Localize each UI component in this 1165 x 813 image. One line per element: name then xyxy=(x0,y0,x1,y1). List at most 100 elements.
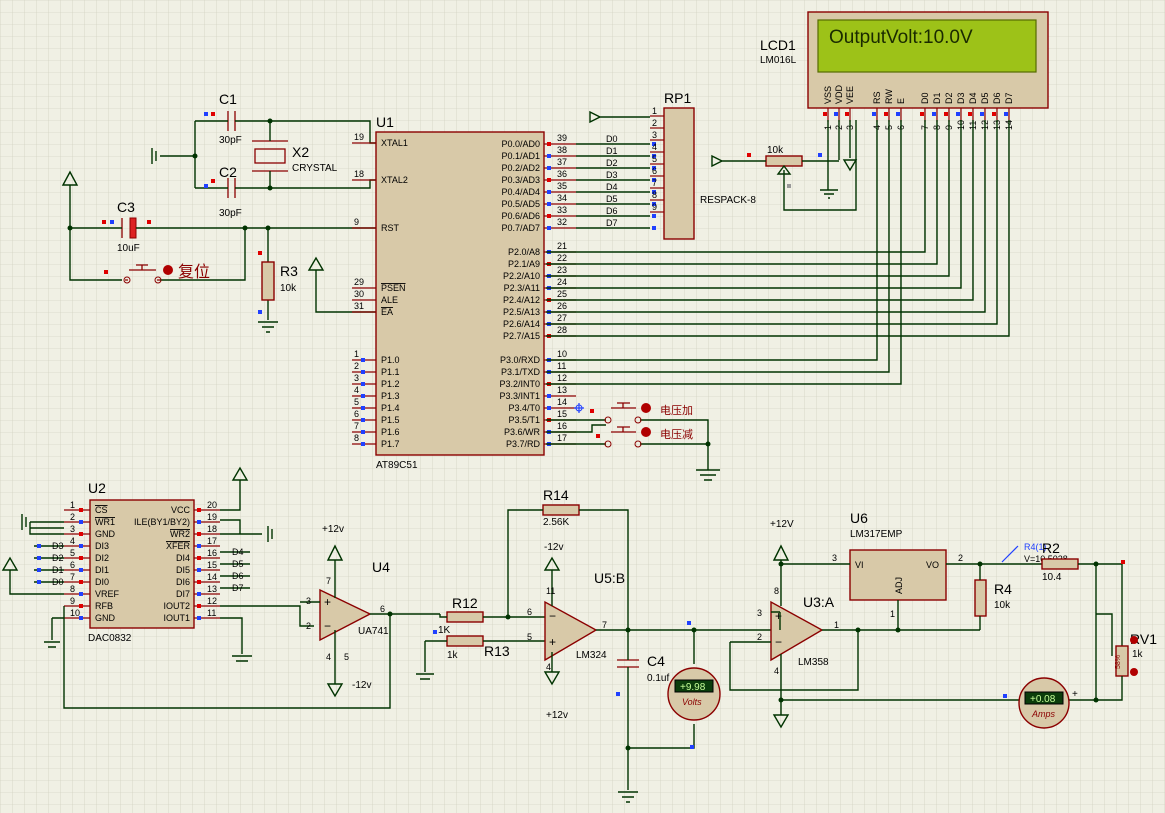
u2-pin-number: 4 xyxy=(70,536,75,546)
r12-ref: R12 xyxy=(452,595,478,611)
amps-meter-unit: Amps xyxy=(1031,709,1056,719)
rp1-pin-number: 5 xyxy=(652,154,657,164)
rv1-adjust-up[interactable] xyxy=(1130,636,1138,644)
reset-button-indicator[interactable] xyxy=(163,265,173,275)
u1-pin-number: 5 xyxy=(354,397,359,407)
u2-pin-name: WR1 xyxy=(95,517,115,527)
u1-pin-number: 22 xyxy=(557,253,567,263)
u1-pin-name: RST xyxy=(381,223,400,233)
u1-pin-name: P2.4/A12 xyxy=(503,295,540,305)
u2-pin-number: 9 xyxy=(70,596,75,606)
p0-net-label: D1 xyxy=(606,146,618,156)
u2-pin-number: 7 xyxy=(70,572,75,582)
rp1-pin-number: 8 xyxy=(652,190,657,200)
lcd-pin-name: D0 xyxy=(920,92,930,104)
u5-part: LM324 xyxy=(576,650,607,661)
u1-pin-number: 7 xyxy=(354,421,359,431)
u1-pin-number: 13 xyxy=(557,385,567,395)
r12-symbol xyxy=(446,611,484,623)
p0-net-label: D7 xyxy=(606,218,618,228)
p0-net-label: D5 xyxy=(606,194,618,204)
u5-symbol xyxy=(544,600,598,662)
r3-ref: R3 xyxy=(280,263,298,279)
u2-pin-name: DI1 xyxy=(95,565,109,575)
svg-text:2: 2 xyxy=(306,621,311,631)
svg-text:8: 8 xyxy=(774,586,779,596)
r13-symbol xyxy=(446,635,484,647)
svg-text:2: 2 xyxy=(757,632,762,642)
u1-pin-name: P2.5/A13 xyxy=(503,307,540,317)
rp1-ref: RP1 xyxy=(664,90,691,106)
u2-pin-number: 10 xyxy=(70,608,80,618)
amps-meter-reading: +0.08 xyxy=(1030,694,1056,705)
u1-pin-name: P1.3 xyxy=(381,391,400,401)
u1-pin-number: 30 xyxy=(354,289,364,299)
c3-ref: C3 xyxy=(117,199,135,215)
u2-pin-name: IOUT1 xyxy=(163,613,190,623)
u2-pin-number: 17 xyxy=(207,536,217,546)
svg-text:+: + xyxy=(324,595,331,609)
u1-pin-number: 28 xyxy=(557,325,567,335)
u4-part: UA741 xyxy=(358,626,389,637)
u2-pin-number: 6 xyxy=(70,560,75,570)
u1-pin-number: 8 xyxy=(354,433,359,443)
u2-pin-name: GND xyxy=(95,529,116,539)
regulator-u6: U6 LM317EMP VI VO ADJ 3 2 1 xyxy=(778,510,1042,630)
lcd-pin-name: VEE xyxy=(845,86,855,104)
voltage-up-label[interactable]: 电压加 xyxy=(660,404,693,417)
u2-pin-name: XFER xyxy=(166,541,191,551)
c2-ref: C2 xyxy=(219,164,237,180)
u1-pin-number: 3 xyxy=(354,373,359,383)
u4-vpos: +12v xyxy=(322,524,344,535)
u2-pin-name: DI5 xyxy=(176,565,190,575)
lcd-pin-name: D4 xyxy=(968,92,978,104)
svg-text:4: 4 xyxy=(326,652,331,662)
svg-text:1: 1 xyxy=(890,609,895,619)
svg-text:5: 5 xyxy=(344,652,349,662)
u2-pin-number: 18 xyxy=(207,524,217,534)
u2-net-label: D5 xyxy=(232,559,244,569)
r2-value: 10.4 xyxy=(1042,572,1062,583)
u1-part: AT89C51 xyxy=(376,460,418,471)
c1-ref: C1 xyxy=(219,91,237,107)
mcu-u1: U1 AT89C51 19XTAL118XTAL29RST29PSEN30ALE… xyxy=(352,114,576,471)
u1-pin-name: P0.0/AD0 xyxy=(501,139,540,149)
lcd-part: LM016L xyxy=(760,55,797,66)
svg-text:5: 5 xyxy=(527,632,532,642)
u5-vneg: -12v xyxy=(544,542,563,553)
u1-pin-name: P0.5/AD5 xyxy=(501,199,540,209)
u2-pin-name: IOUT2 xyxy=(163,601,190,611)
voltage-down-indicator[interactable] xyxy=(641,427,651,437)
lcd-pin-name: VSS xyxy=(823,86,833,104)
lcd-pin-name: E xyxy=(896,98,906,104)
u1-pin-name: P1.7 xyxy=(381,439,400,449)
u1-pin-name: P2.7/A15 xyxy=(503,331,540,341)
u1-pin-number: 23 xyxy=(557,265,567,275)
u6-body xyxy=(849,549,947,601)
rv1-adjust-down[interactable] xyxy=(1130,668,1138,676)
u2-pin-number: 2 xyxy=(70,512,75,522)
u2-pin-name: DI7 xyxy=(176,589,190,599)
u1-pin-name: P1.5 xyxy=(381,415,400,425)
u1-pin-number: 26 xyxy=(557,301,567,311)
rp1-pin-number: 7 xyxy=(652,178,657,188)
reset-button-label[interactable]: 复位 xyxy=(178,263,210,281)
voltage-up-indicator[interactable] xyxy=(641,403,651,413)
u2-ref: U2 xyxy=(88,480,106,496)
voltage-buttons: 电压加 电压减 xyxy=(546,402,720,481)
u4-ref: U4 xyxy=(372,559,390,575)
u1-pin-name: P3.7/RD xyxy=(506,439,541,449)
svg-text:3: 3 xyxy=(306,596,311,606)
svg-text:−: − xyxy=(324,619,331,633)
voltage-down-label[interactable]: 电压减 xyxy=(660,428,693,441)
u2-pin-number: 20 xyxy=(207,500,217,510)
r13-ref: R13 xyxy=(484,643,510,659)
u2-pin-number: 12 xyxy=(207,596,217,606)
u1-pin-number: 32 xyxy=(557,217,567,227)
svg-text:6: 6 xyxy=(527,607,532,617)
r2-ref: R2 xyxy=(1042,540,1060,556)
svg-text:7: 7 xyxy=(326,576,331,586)
u1-pin-number: 12 xyxy=(557,373,567,383)
u1-pin-number: 31 xyxy=(354,301,364,311)
svg-text:2: 2 xyxy=(958,553,963,563)
